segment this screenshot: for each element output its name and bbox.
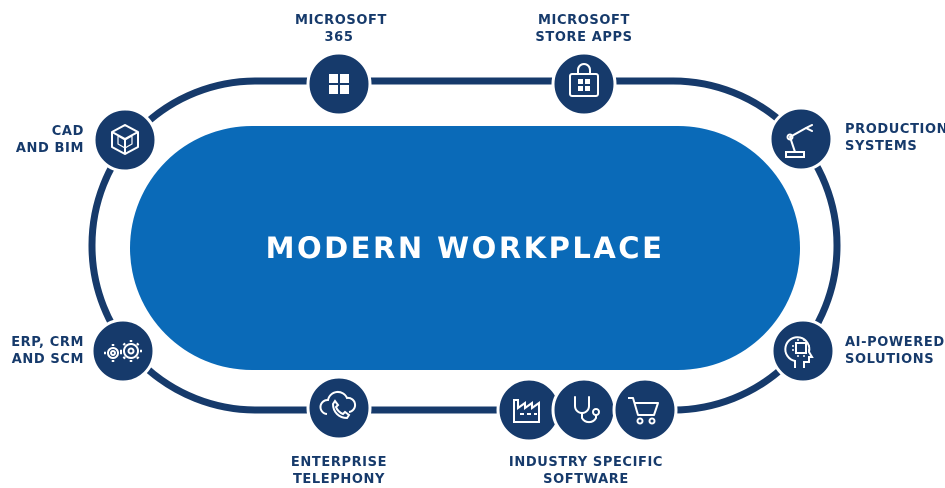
label-ai-powered-solutions: AI-POWERED SOLUTIONS [845, 334, 945, 368]
ai-head-icon [784, 336, 814, 368]
label-line: ERP, CRM [11, 335, 84, 350]
cloud-phone-icon [319, 390, 357, 420]
robot-arm-icon [785, 124, 813, 158]
shopping-cart-icon [628, 397, 659, 425]
label-erp-crm-scm: ERP, CRM AND SCM [4, 334, 84, 368]
node-enterprise-telephony[interactable] [306, 375, 372, 441]
label-line: AND BIM [15, 141, 84, 156]
node-microsoft-store-apps[interactable] [551, 51, 617, 117]
windows-grid-icon [329, 74, 349, 94]
label-line: SYSTEMS [845, 139, 918, 154]
node-ai-powered-solutions[interactable] [770, 318, 836, 384]
label-enterprise-telephony: ENTERPRISE TELEPHONY [284, 454, 394, 488]
label-line: CAD [51, 124, 84, 139]
label-line: MICROSOFT [295, 13, 387, 28]
label-line: PRODUCTION [845, 122, 945, 137]
label-line: AI-POWERED [845, 335, 945, 350]
factory-icon [513, 399, 540, 423]
label-line: TELEPHONY [292, 472, 386, 487]
node-cad-bim[interactable] [92, 107, 158, 173]
label-line: MICROSOFT [538, 13, 630, 28]
label-line: SOFTWARE [543, 472, 629, 487]
label-line: INDUSTRY SPECIFIC [508, 455, 664, 470]
label-production-systems: PRODUCTION SYSTEMS [845, 121, 945, 155]
center-stadium [130, 126, 800, 370]
label-line: 365 [324, 30, 354, 45]
label-line: ENTERPRISE [290, 455, 388, 470]
label-line: AND SCM [11, 352, 84, 367]
label-line: SOLUTIONS [845, 352, 935, 367]
label-microsoft-store-apps: MICROSOFT STORE APPS [524, 12, 644, 46]
node-industry-specific-software[interactable] [496, 377, 678, 443]
label-microsoft-365: MICROSOFT 365 [295, 12, 387, 46]
stethoscope-icon [574, 396, 600, 424]
label-cad-bim: CAD AND BIM [4, 123, 84, 157]
gears-icon [104, 340, 142, 362]
store-bag-icon [569, 63, 599, 97]
cube-icon [111, 124, 139, 155]
center-area: MODERN WORKPLACE [130, 126, 800, 370]
node-microsoft-365[interactable] [306, 51, 372, 117]
node-production-systems[interactable] [768, 106, 834, 172]
label-industry-specific-software: INDUSTRY SPECIFIC SOFTWARE [500, 454, 672, 488]
center-title: MODERN WORKPLACE [265, 231, 665, 265]
outer-track [88, 77, 841, 414]
node-erp-crm-scm[interactable] [90, 318, 156, 384]
label-line: STORE APPS [535, 30, 633, 45]
